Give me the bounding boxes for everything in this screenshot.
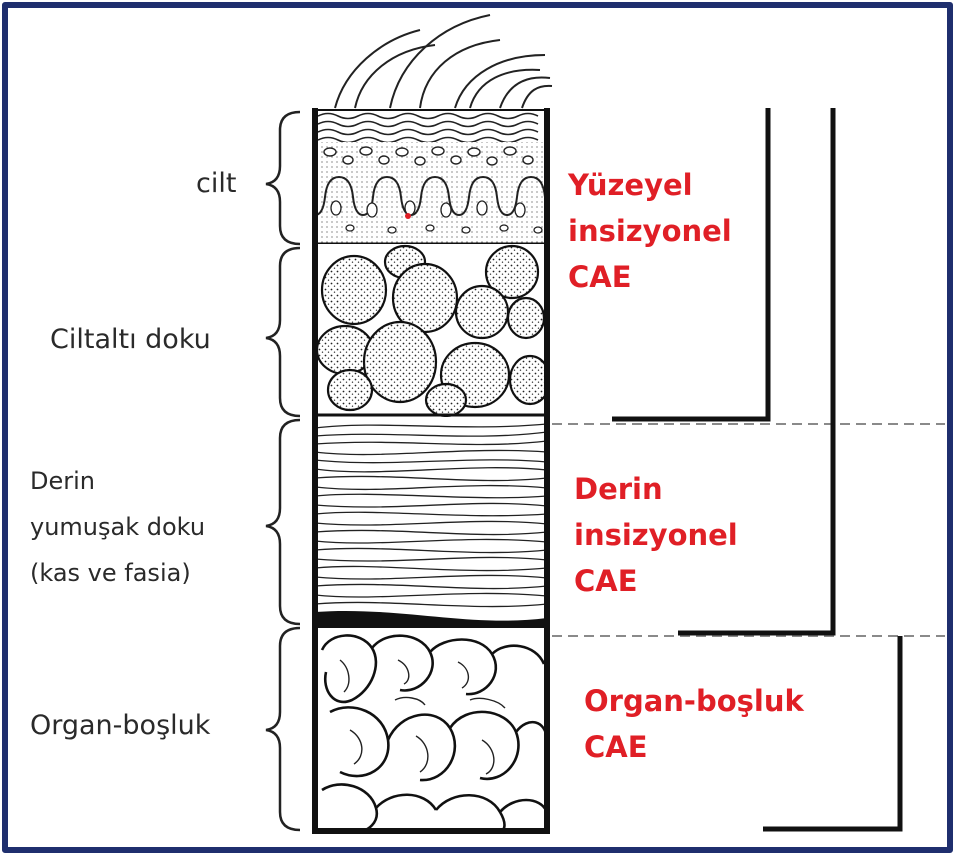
- category-organ: Organ-boşluk CAE: [584, 678, 804, 770]
- category-yuzeyel-line2: insizyonel: [568, 208, 732, 254]
- category-derin-line1: Derin: [574, 466, 738, 512]
- skin-layer: [315, 110, 579, 244]
- label-derin-line3: (kas ve fasia): [30, 556, 191, 591]
- label-ciltalti: Ciltaltı doku: [50, 322, 211, 358]
- brace-cilt: [266, 112, 300, 244]
- subcutaneous-fat-layer: [315, 244, 550, 416]
- brace-ciltalti: [266, 248, 300, 416]
- category-yuzeyel-line1: Yüzeyel: [568, 162, 732, 208]
- category-derin-line3: CAE: [574, 558, 738, 604]
- category-yuzeyel: Yüzeyel insizyonel CAE: [568, 162, 732, 300]
- category-derin: Derin insizyonel CAE: [574, 466, 738, 604]
- brace-organ: [266, 628, 300, 830]
- label-organ: Organ-boşluk: [30, 708, 210, 744]
- muscle-fascia-layer: [315, 417, 547, 628]
- organ-space-layer: [315, 628, 547, 832]
- label-cilt: cilt: [196, 166, 236, 202]
- category-derin-line2: insizyonel: [574, 512, 738, 558]
- brace-derin: [266, 420, 300, 624]
- label-derin-line2: yumuşak doku: [30, 510, 205, 545]
- category-organ-line1: Organ-boşluk: [584, 678, 804, 724]
- category-organ-line2: CAE: [584, 724, 804, 770]
- category-yuzeyel-line3: CAE: [568, 254, 732, 300]
- hair-strands: [335, 15, 552, 108]
- label-derin-line1: Derin: [30, 464, 95, 499]
- layer-braces: [266, 112, 300, 830]
